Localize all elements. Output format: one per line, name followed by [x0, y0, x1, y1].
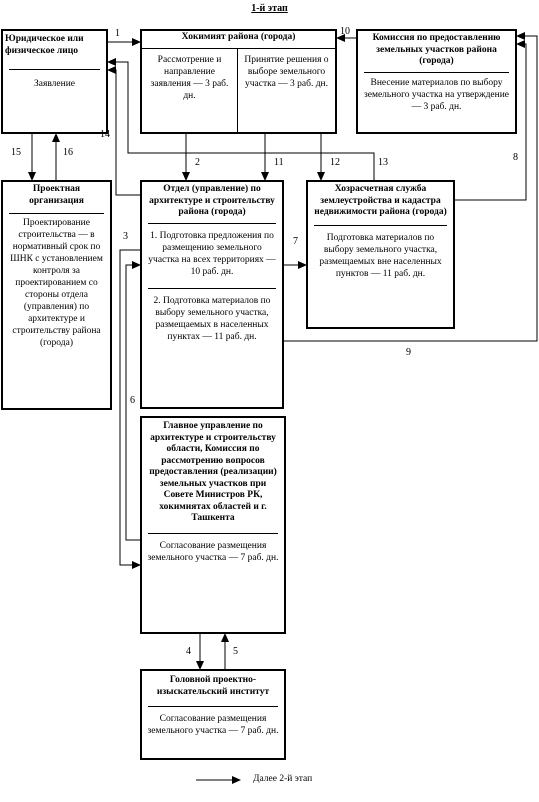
- department-text-1: 1. Подготовка предложения по размещению …: [148, 230, 276, 277]
- arrow-number: 1: [115, 28, 120, 39]
- hokimiyat-right-text: Принятие решения о выборе земельного уча…: [244, 55, 329, 89]
- arrow-number: 7: [293, 236, 298, 247]
- arrow-number: 5: [233, 646, 238, 657]
- commission-header: Комиссия по предоставлению земельных уча…: [372, 33, 501, 66]
- arrow-number: 6: [130, 395, 135, 406]
- project-org-header: Проектная организация: [29, 184, 84, 206]
- arrow-number: 9: [406, 347, 411, 358]
- applicant-header: Юридическое или физическое лицо: [5, 34, 84, 56]
- arrow-number: 8: [513, 152, 518, 163]
- applicant-box: Юридическое или физическое лицо Заявлени…: [1, 29, 108, 134]
- commission-text: Внесение материалов по выбору земельного…: [363, 77, 510, 112]
- arrow-number: 4: [186, 646, 191, 657]
- institute-header: Головной проектно-изыскательский институ…: [156, 675, 270, 697]
- institute-box: Головной проектно-изыскательский институ…: [140, 669, 286, 760]
- arrow-number: 12: [330, 157, 340, 168]
- hokimiyat-box: Хокимият района (города) Рассмотрение и …: [140, 29, 337, 134]
- hokimiyat-header: Хокимият района (города): [181, 32, 296, 42]
- arrow-number: 16: [63, 147, 73, 158]
- arrow-number: 2: [195, 157, 200, 168]
- land-service-text: Подготовка материалов по выбору земельно…: [319, 232, 442, 279]
- land-service-box: Хозрасчетная служба землеустройства и ка…: [306, 180, 455, 329]
- land-service-header: Хозрасчетная служба землеустройства и ка…: [314, 184, 447, 217]
- legend-text: Далее 2-й этап: [253, 774, 313, 784]
- institute-text: Согласование размещения земельного участ…: [147, 714, 279, 736]
- project-org-text: Проектирование строительства — в нормати…: [10, 218, 103, 348]
- main-admin-text: Согласование размещения земельного участ…: [147, 540, 279, 563]
- main-admin-box: Главное управление по архитектуре и стро…: [140, 416, 286, 634]
- department-box: Отдел (управление) по архитектуре и стро…: [140, 180, 284, 409]
- commission-box: Комиссия по предоставлению земельных уча…: [356, 29, 517, 134]
- hokimiyat-left-text: Рассмотрение и направление заявления — 3…: [150, 55, 229, 101]
- arrow-number: 14: [100, 129, 110, 140]
- arrow-number: 10: [340, 26, 350, 37]
- stage-title: 1-й этап: [251, 3, 288, 14]
- arrow-number: 3: [123, 231, 128, 242]
- applicant-text: Заявление: [33, 79, 76, 89]
- department-header: Отдел (управление) по архитектуре и стро…: [149, 184, 275, 217]
- arrow-number: 11: [274, 157, 284, 168]
- project-org-box: Проектная организация Проектирование стр…: [1, 180, 112, 410]
- arrow-number: 13: [378, 157, 388, 168]
- main-admin-header: Главное управление по архитектуре и стро…: [149, 421, 277, 523]
- arrow-number: 15: [11, 147, 21, 158]
- department-text-2: 2. Подготовка материалов по выбору земел…: [153, 295, 271, 342]
